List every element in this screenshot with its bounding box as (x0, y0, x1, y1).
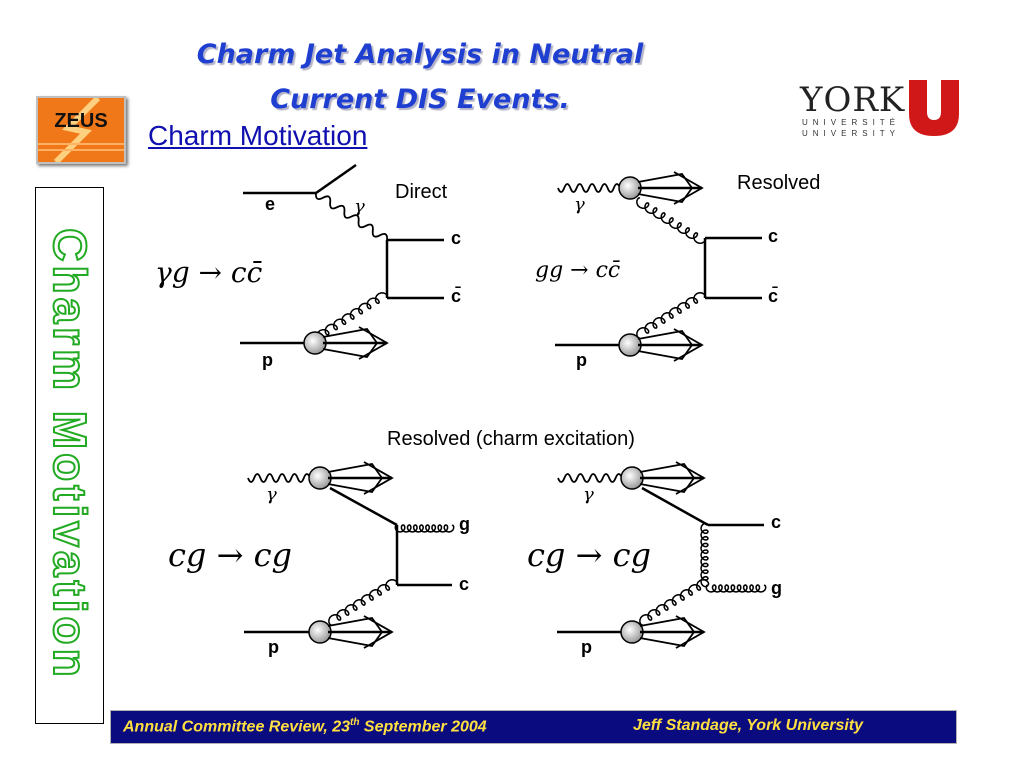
excr-label-p: p (581, 637, 592, 657)
resolved-label-p: p (576, 350, 587, 370)
resolved-proton-blob (618, 333, 642, 357)
direct-electron-out (315, 163, 357, 195)
excr-gluon-out (705, 584, 767, 593)
excr-gluon-propagator (700, 522, 709, 588)
zeus-logo-text: ZEUS (54, 110, 108, 132)
footer-left-end: September 2004 (359, 718, 487, 736)
resolved-gluon-top (636, 197, 707, 244)
excl-gluon-out (394, 524, 455, 533)
direct-proton-blob (303, 331, 327, 355)
excl-gluon-bottom (328, 579, 399, 626)
york-logo-sub1: UNIVERSITÉ (802, 118, 901, 127)
excl-proton-blob (308, 620, 332, 644)
excr-photon-in (557, 473, 623, 483)
york-logo-sub2: UNIVERSITY (802, 129, 901, 138)
direct-label-e: e (265, 194, 276, 214)
direct-photon (315, 192, 388, 241)
direct-label-cbar: c̄ (451, 286, 462, 306)
direct-gluon (316, 292, 389, 341)
footer-left-text: Annual Committee Review, 23 (123, 718, 351, 736)
title-line-1: Charm Jet Analysis in Neutral (196, 39, 644, 70)
excl-photon-blob (308, 466, 332, 490)
direct-label-p: p (262, 350, 273, 370)
side-banner: Charm Motivation (35, 187, 104, 724)
excl-charm-in (329, 486, 398, 527)
excr-label-gamma: γ (583, 484, 594, 505)
excr-label-c: c (771, 512, 782, 532)
excl-photon-in (247, 473, 311, 483)
direct-formula: γg → cc̄ (155, 256, 263, 289)
excl-label-gamma: γ (266, 484, 277, 505)
excl-label-p: p (268, 637, 279, 657)
resolved-photon-blob (618, 176, 642, 200)
footer-right: Jeff Standage, York University (633, 717, 864, 734)
lightning-icon (38, 98, 124, 162)
excl-label-c: c (459, 574, 470, 594)
resolved-label-gamma: γ (574, 194, 585, 215)
excitation-right-formula: cg → cg (527, 536, 651, 574)
resolved-photon-in (557, 183, 621, 193)
direct-label-gamma: γ (354, 196, 365, 217)
york-u-icon (909, 80, 959, 136)
slide-title: Charm Jet Analysis in Neutral Current DI… (160, 32, 680, 122)
footer-bar: Annual Committee Review, 23th September … (110, 710, 957, 744)
resolved-label-cbar: c̄ (768, 286, 779, 306)
footer-left: Annual Committee Review, 23th September … (123, 717, 487, 736)
footer-left-sup: th (350, 717, 360, 728)
excl-label-g: g (459, 514, 470, 534)
excr-gluon-bottom (639, 579, 710, 626)
excr-label-g: g (771, 578, 782, 598)
excitation-left-formula: cg → cg (168, 536, 292, 574)
excitation-title: Resolved (charm excitation) (387, 428, 635, 450)
excr-charm-in (641, 486, 709, 527)
resolved-title: Resolved (737, 172, 821, 194)
zeus-logo: ZEUS (36, 96, 126, 164)
york-logo-name: YORK (800, 80, 906, 120)
resolved-label-c: c (768, 226, 779, 246)
direct-label-c: c (451, 228, 462, 248)
resolved-formula: gg → cc̄ (535, 258, 621, 283)
title-line-2: Current DIS Events. (270, 84, 570, 115)
excr-proton-blob (620, 620, 644, 644)
resolved-gluon-bottom (636, 292, 707, 339)
section-subtitle: Charm Motivation (148, 120, 368, 151)
york-logo: YORK UNIVERSITÉ UNIVERSITY (800, 80, 965, 140)
direct-title: Direct (395, 181, 448, 203)
excr-photon-blob (620, 466, 644, 490)
